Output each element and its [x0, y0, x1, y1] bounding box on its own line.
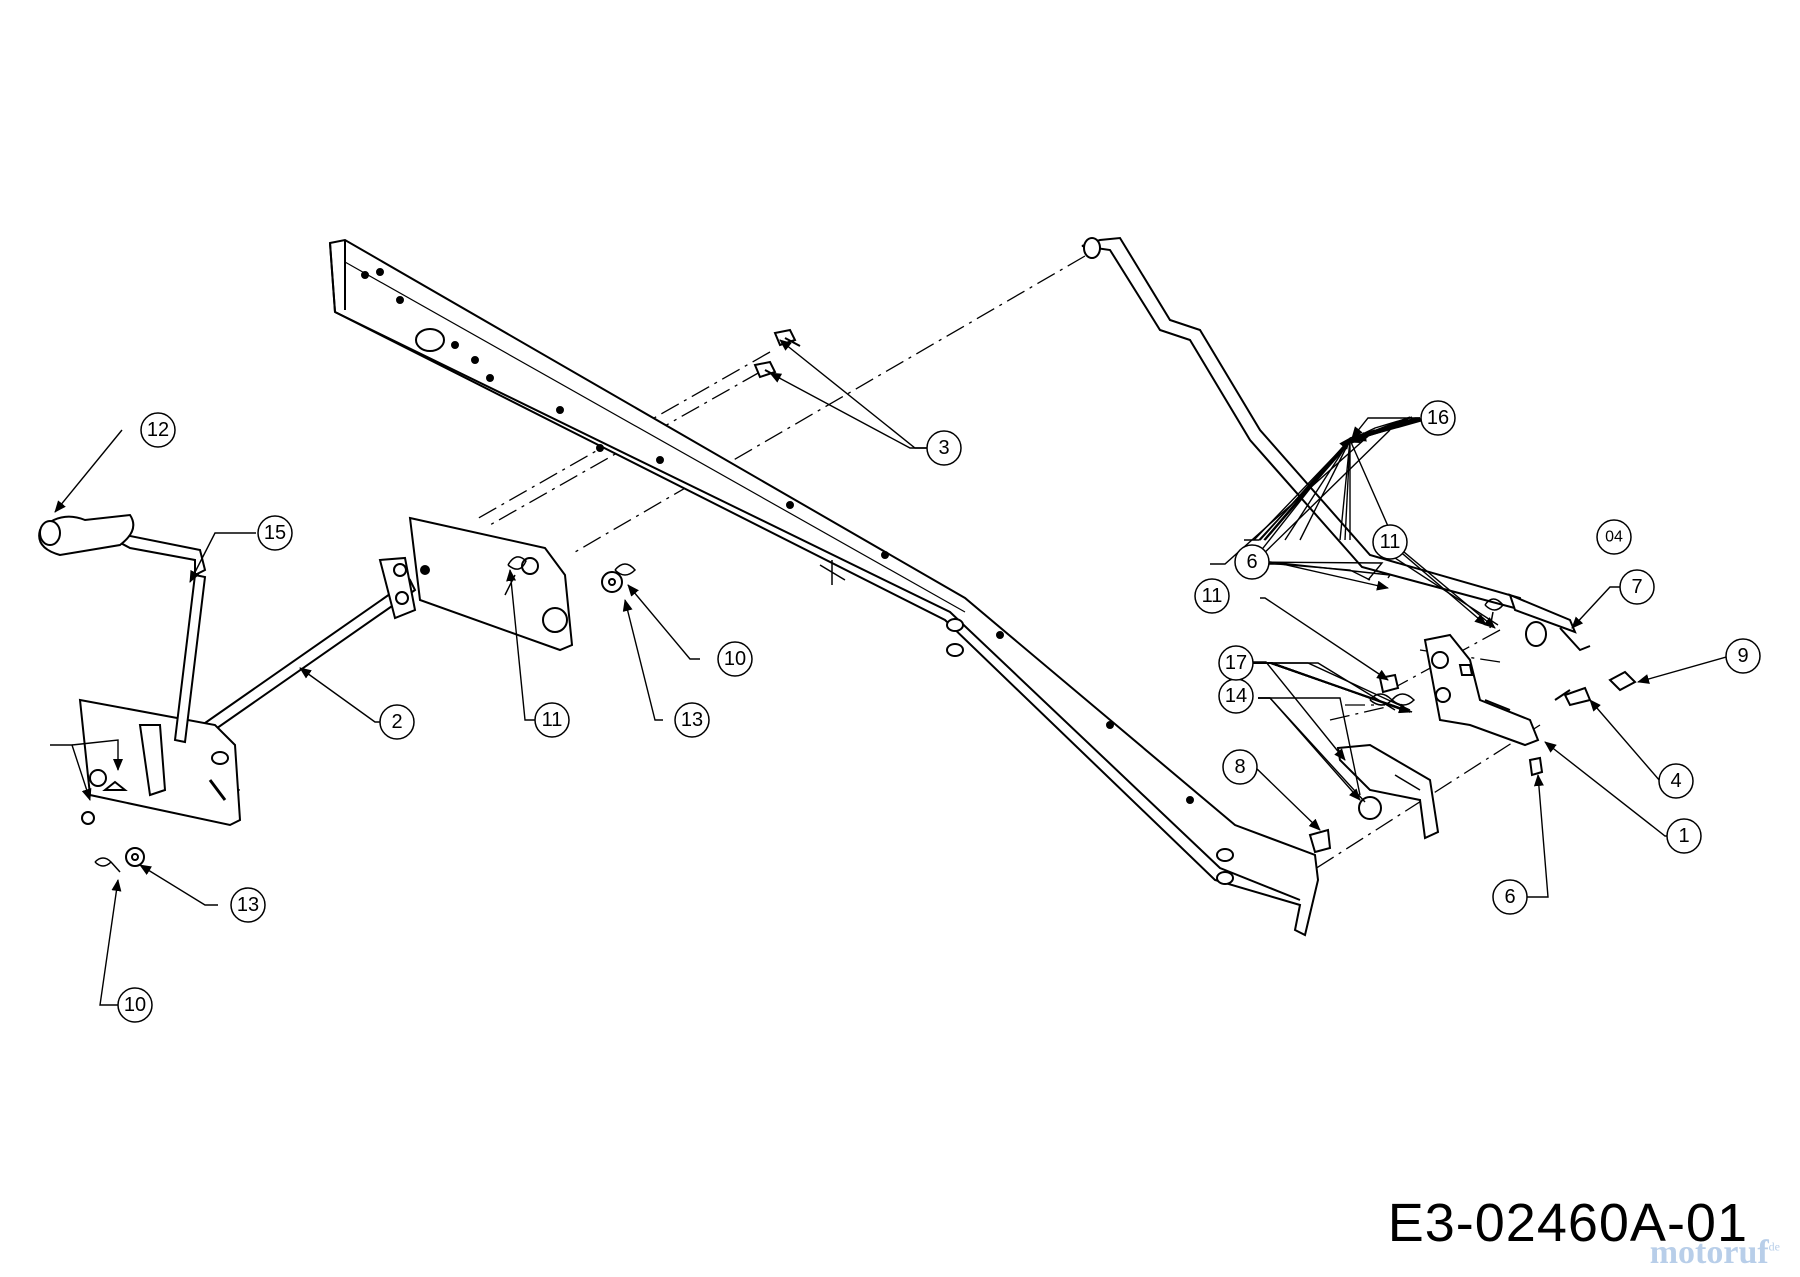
callout-04: 04	[1596, 519, 1632, 555]
svg-text:13: 13	[237, 894, 259, 916]
svg-text:13: 13	[681, 709, 703, 731]
svg-text:11: 11	[1380, 531, 1401, 553]
callout-2: 2	[379, 704, 415, 740]
callout-6-bottom: 6	[1492, 879, 1528, 915]
callout-16: 16	[1420, 400, 1456, 436]
frame-rail	[328, 238, 1320, 937]
callout-4: 4	[1658, 763, 1694, 799]
callout-11-right-lower: 11	[1194, 578, 1230, 614]
callout-1: 1	[1666, 818, 1702, 854]
right-leader-lines	[1240, 417, 1743, 898]
callout-7: 7	[1619, 569, 1655, 605]
callout-17: 17	[1218, 645, 1254, 681]
svg-text:3: 3	[938, 437, 949, 459]
svg-text:15: 15	[264, 522, 286, 544]
svg-text:7: 7	[1631, 576, 1642, 598]
svg-text:1: 1	[1678, 825, 1689, 847]
svg-text:14: 14	[1225, 685, 1247, 707]
callout-9: 9	[1725, 638, 1761, 674]
control-rod	[1081, 236, 1591, 652]
callout-3: 3	[926, 430, 962, 466]
svg-text:6: 6	[1246, 551, 1257, 573]
bolts	[753, 328, 801, 379]
svg-text:4: 4	[1670, 770, 1681, 792]
drawing-code: E3-02460A-01	[1387, 1193, 1748, 1253]
callouts: 1 2 3 4 6 6 7 8	[117, 400, 1761, 1023]
callout-6-top: 6	[1234, 544, 1270, 580]
callout-11-right-upper: 11	[1372, 524, 1408, 560]
svg-text:2: 2	[391, 711, 402, 733]
callout-14: 14	[1218, 678, 1254, 714]
svg-text:9: 9	[1737, 645, 1748, 667]
bracket-17	[1308, 743, 1440, 854]
svg-text:16: 16	[1427, 407, 1449, 429]
svg-text:12: 12	[147, 419, 169, 441]
assembly-lines	[129, 255, 1541, 886]
lever-assembly	[38, 513, 242, 873]
callout-11-middle: 11	[534, 702, 570, 738]
callout-13-left: 13	[230, 887, 266, 923]
svg-text:8: 8	[1234, 756, 1245, 778]
callout-8: 8	[1222, 749, 1258, 785]
svg-text:10: 10	[724, 648, 746, 670]
mounting-plate	[408, 516, 574, 652]
svg-text:17: 17	[1225, 652, 1247, 674]
svg-text:11: 11	[1202, 585, 1223, 607]
svg-text:10: 10	[124, 994, 146, 1016]
svg-text:11: 11	[542, 709, 563, 731]
callout-10-middle: 10	[717, 641, 753, 677]
callout-15: 15	[257, 515, 293, 551]
watermark-logo: motorufde	[1649, 1234, 1780, 1271]
leader-lines	[50, 339, 1499, 1006]
svg-text:6: 6	[1504, 886, 1515, 908]
callout-12: 12	[140, 412, 176, 448]
callout-10-left: 10	[117, 987, 153, 1023]
right-bracket	[1423, 633, 1540, 747]
svg-text:04: 04	[1605, 529, 1623, 546]
callout-13-middle: 13	[674, 702, 710, 738]
